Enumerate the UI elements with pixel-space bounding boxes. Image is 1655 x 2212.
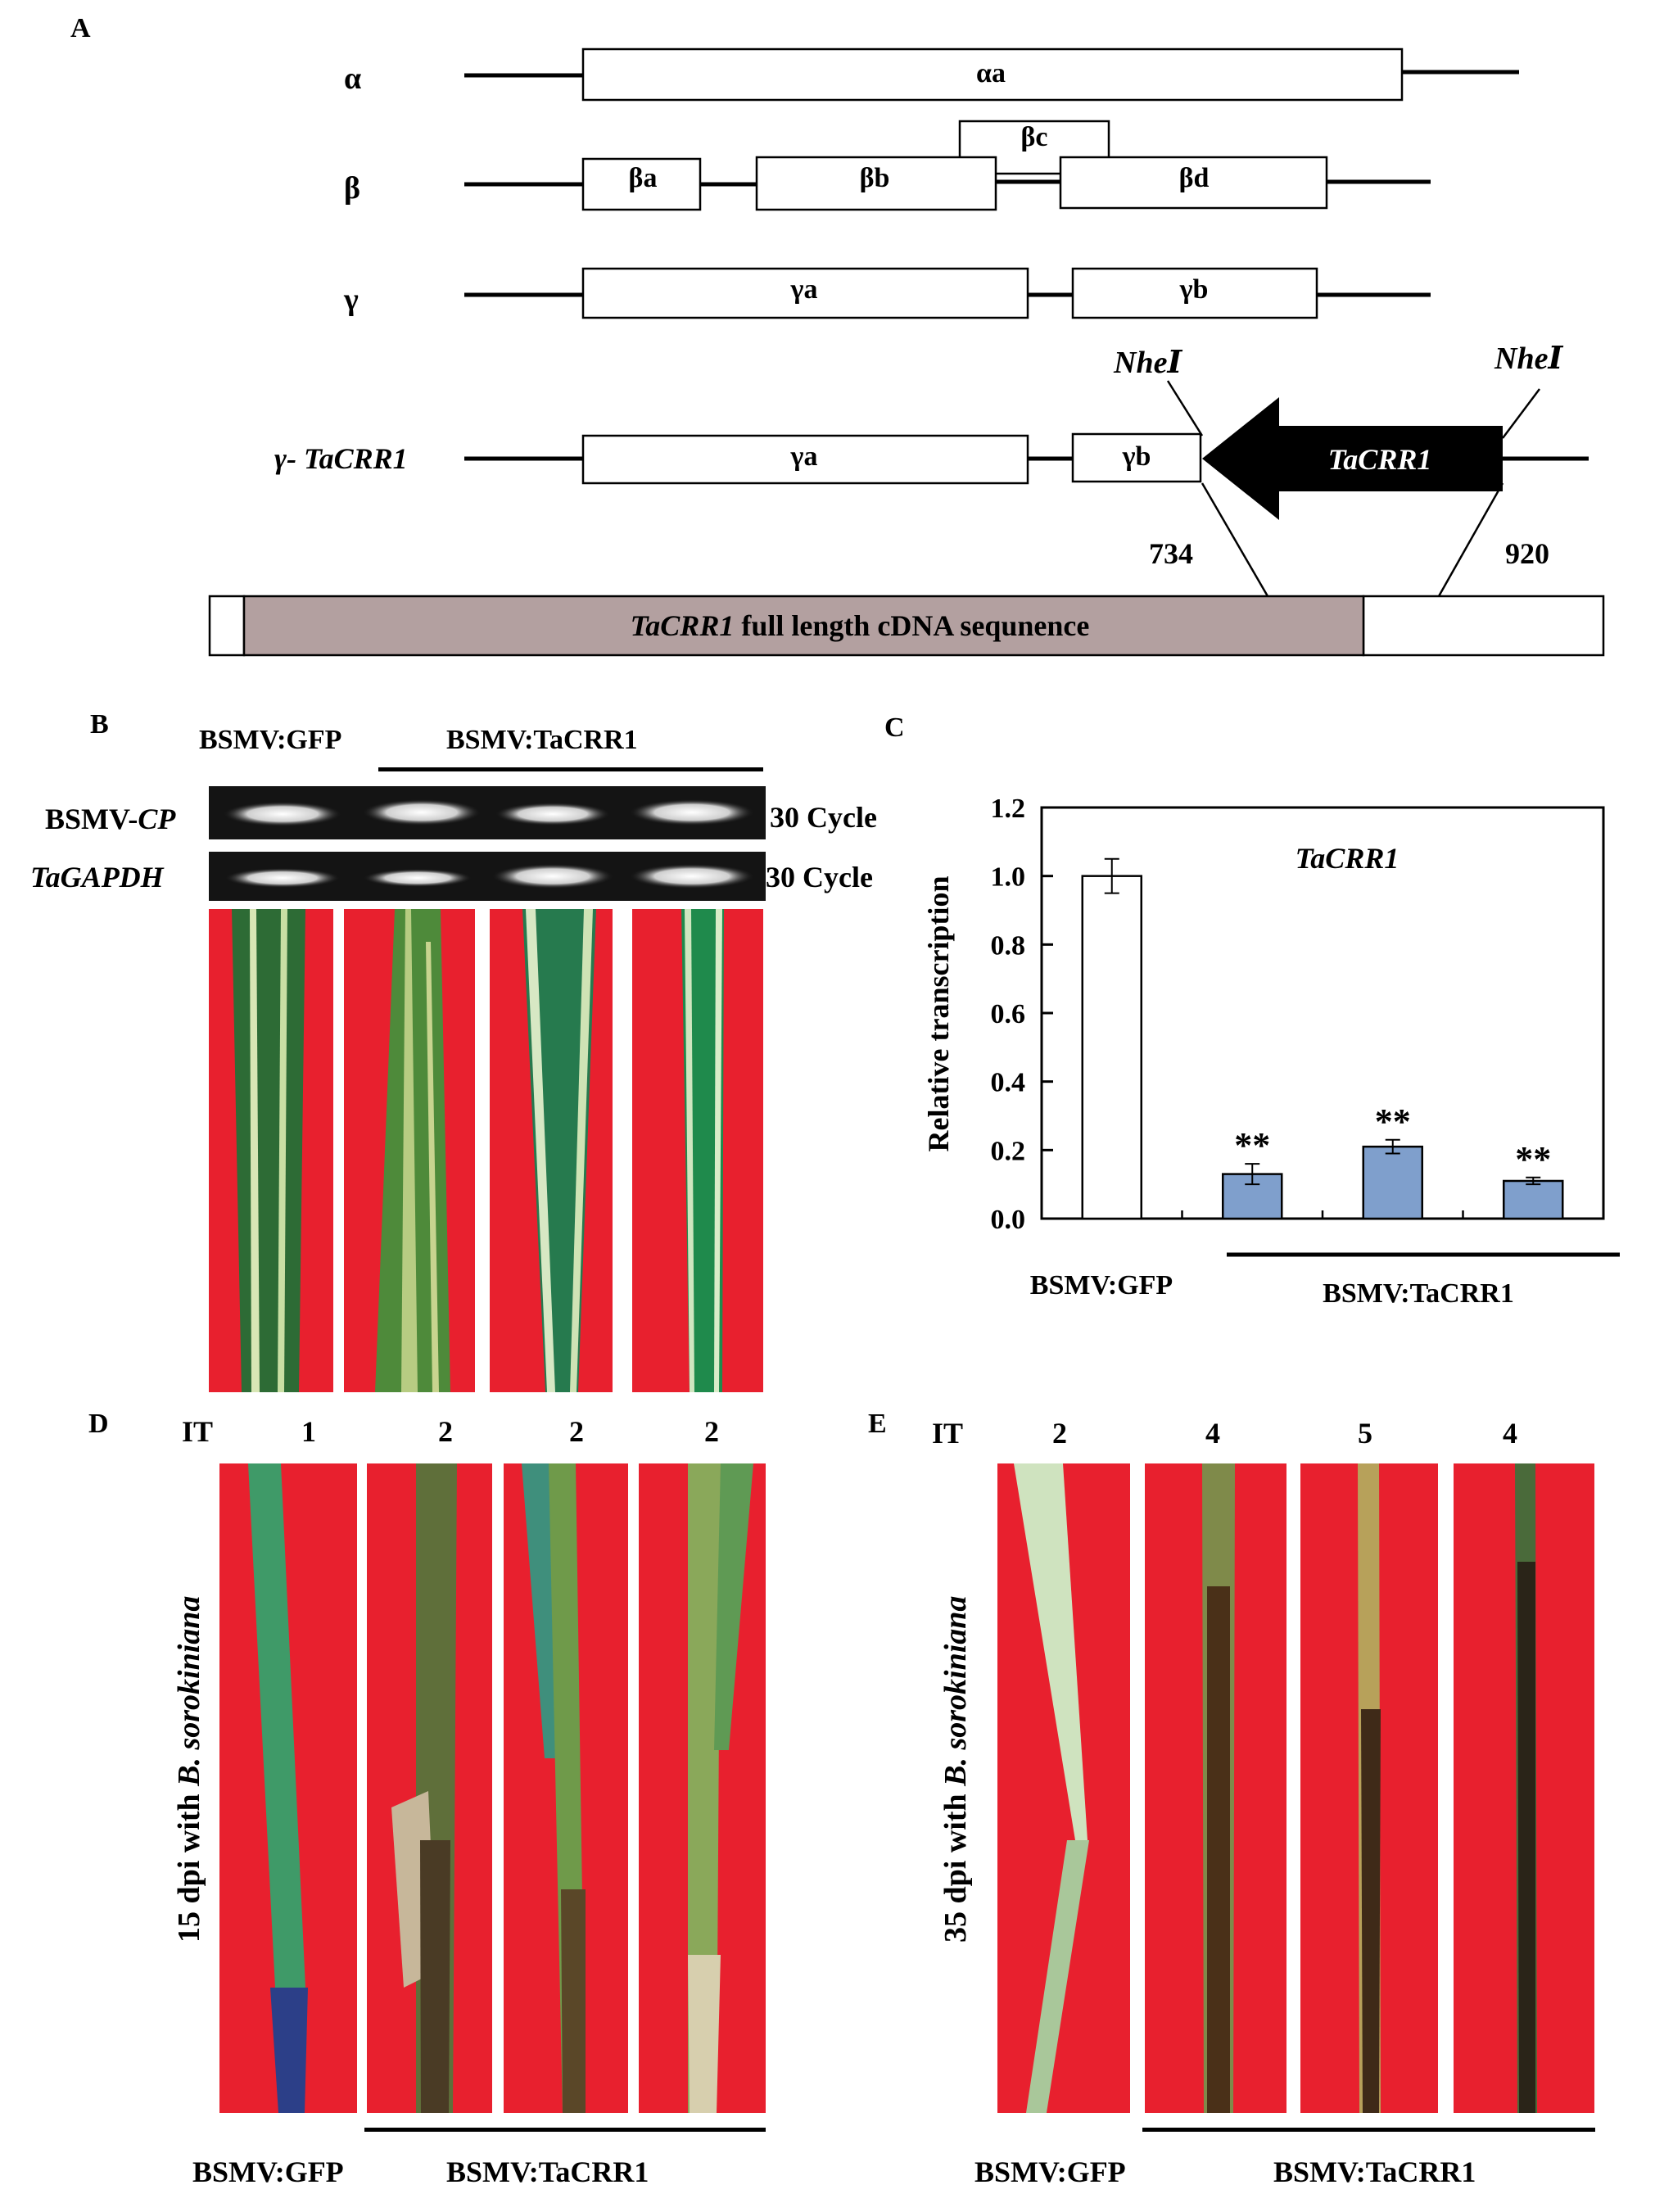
site-right: NheⅠ: [1494, 342, 1563, 376]
bar: [1081, 875, 1142, 1220]
y-tick-label: 1.2: [991, 794, 1026, 824]
label-gamma: γ: [343, 283, 359, 317]
stem-photo-e2: [1145, 1463, 1286, 2113]
box-gamma-a: [581, 267, 1029, 319]
site-left: NheⅠ: [1113, 346, 1182, 380]
box-gamma-b-2: [1071, 432, 1202, 483]
label-gamma-tacrr1: γ- TaCRR1: [274, 442, 408, 475]
panel-e-it-1: 2: [1052, 1417, 1067, 1450]
panel-label-b: B: [90, 709, 109, 740]
label-alpha: α: [344, 61, 361, 96]
box-beta-d: [1059, 156, 1328, 210]
y-tick-label: 0.6: [991, 999, 1026, 1029]
panel-d-footer-tacrr1: BSMV:TaCRR1: [446, 2155, 649, 2188]
y-axis-label: Relative transcription: [922, 876, 955, 1152]
box-alpha-a: [581, 47, 1404, 102]
group-label-gfp: BSMV:GFP: [1030, 1270, 1173, 1301]
cdna-white-left: [208, 595, 246, 657]
y-tick-label: 0.0: [991, 1205, 1026, 1235]
panel-e-it-2: 4: [1205, 1417, 1220, 1450]
gel-header-tacrr1: BSMV:TaCRR1: [446, 725, 638, 755]
box-beta-b: [755, 156, 997, 211]
text-ga: γa: [790, 274, 818, 305]
chart-title: TaCRR1: [1296, 842, 1400, 875]
gel-image: [209, 786, 766, 901]
gel-cycles-2: 30 Cycle: [766, 861, 873, 893]
panel-e-footer-gfp: BSMV:GFP: [974, 2155, 1126, 2188]
y-tick-label: 1.0: [991, 862, 1026, 893]
stem-photo-d4: [639, 1463, 766, 2113]
panel-d-it-3: 2: [569, 1415, 584, 1448]
leaf-photo-4: [632, 909, 763, 1392]
bar: [1362, 1145, 1423, 1220]
panel-e-footer-line: [1142, 2128, 1595, 2132]
significance-mark: **: [1375, 1101, 1411, 1142]
box-gamma-a-2: [581, 434, 1029, 485]
panel-d-footer-line: [364, 2128, 766, 2132]
gel-header-gfp: BSMV:GFP: [199, 725, 342, 755]
panel-e-it-4: 4: [1503, 1417, 1517, 1450]
pos-end: 920: [1505, 537, 1549, 570]
panel-e-it-3: 5: [1358, 1417, 1372, 1450]
panel-e-footer-tacrr1: BSMV:TaCRR1: [1273, 2155, 1476, 2188]
box-beta-a: [581, 157, 702, 211]
gel-row1-label: BSMV-CP: [45, 803, 176, 835]
panel-d-it-4: 2: [704, 1415, 719, 1448]
pos-start: 734: [1149, 537, 1193, 570]
tacrr1-insert-arrow: [1202, 397, 1503, 520]
leaf-photo-1: [209, 909, 333, 1392]
text-ba: βa: [629, 163, 658, 193]
cdna-bar: [242, 595, 1365, 657]
panel-label-a: A: [70, 13, 91, 43]
y-tick-label: 0.8: [991, 930, 1026, 961]
gel-row2-label: TaGAPDH: [30, 861, 164, 893]
y-tick-label: 0.4: [991, 1068, 1026, 1098]
label-beta: β: [344, 171, 360, 206]
gel-cycles-1: 30 Cycle: [770, 801, 877, 834]
leaf-photo-2: [344, 909, 475, 1392]
construct-diagram: α β γ γ- TaCRR1 αa βc βa βb βd γa γb γa …: [208, 47, 1605, 657]
text-gb: γb: [1179, 274, 1209, 305]
panel-d-it-2: 2: [438, 1415, 453, 1448]
cdna-label: TaCRR1 full length cDNA sequnence: [631, 609, 1090, 642]
significance-mark: **: [1515, 1139, 1551, 1179]
panel-d-side-label: 15 dpi with B. sorokiniana: [172, 1595, 206, 1943]
panel-d-it-1: 1: [301, 1415, 316, 1448]
y-tick-label: 0.2: [991, 1136, 1026, 1166]
panel-d-footer-gfp: BSMV:GFP: [192, 2155, 344, 2188]
stem-photo-d1: [219, 1463, 357, 2113]
stem-photo-d3: [504, 1463, 628, 2113]
panel-e-it-label: IT: [932, 1417, 964, 1450]
panel-label-d: D: [88, 1409, 109, 1439]
group-label-tacrr1: BSMV:TaCRR1: [1323, 1278, 1514, 1309]
text-bd: βd: [1179, 163, 1210, 193]
stem-photo-e1: [997, 1463, 1130, 2113]
stem-photo-e3: [1300, 1463, 1438, 2113]
panel-label-c: C: [884, 712, 905, 743]
text-bb: βb: [860, 163, 890, 193]
leaf-photo-3: [490, 909, 613, 1392]
text-bc: βc: [1020, 122, 1047, 152]
cdna-white-right: [1362, 595, 1605, 657]
gel-header-line: [378, 767, 763, 771]
text-gb-2: γb: [1122, 441, 1151, 472]
stem-photo-e4: [1454, 1463, 1594, 2113]
text-ga-2: γa: [790, 441, 818, 472]
box-gamma-b: [1071, 267, 1318, 319]
panel-e-side-label: 35 dpi with B. sorokiniana: [938, 1595, 973, 1943]
panel-label-e: E: [868, 1409, 887, 1439]
text-insert: TaCRR1: [1328, 443, 1432, 476]
bar-chart: 0.0 0.2 0.4 0.6 0.8 1.0 1.2 ** ** ** TaCRR1Relativ…: [922, 794, 1620, 1309]
panel-d-it-label: IT: [182, 1415, 214, 1448]
stem-photo-d2: [367, 1463, 492, 2113]
significance-mark: **: [1234, 1125, 1270, 1165]
text-aa: αa: [976, 58, 1006, 88]
bar: [1503, 1179, 1564, 1220]
